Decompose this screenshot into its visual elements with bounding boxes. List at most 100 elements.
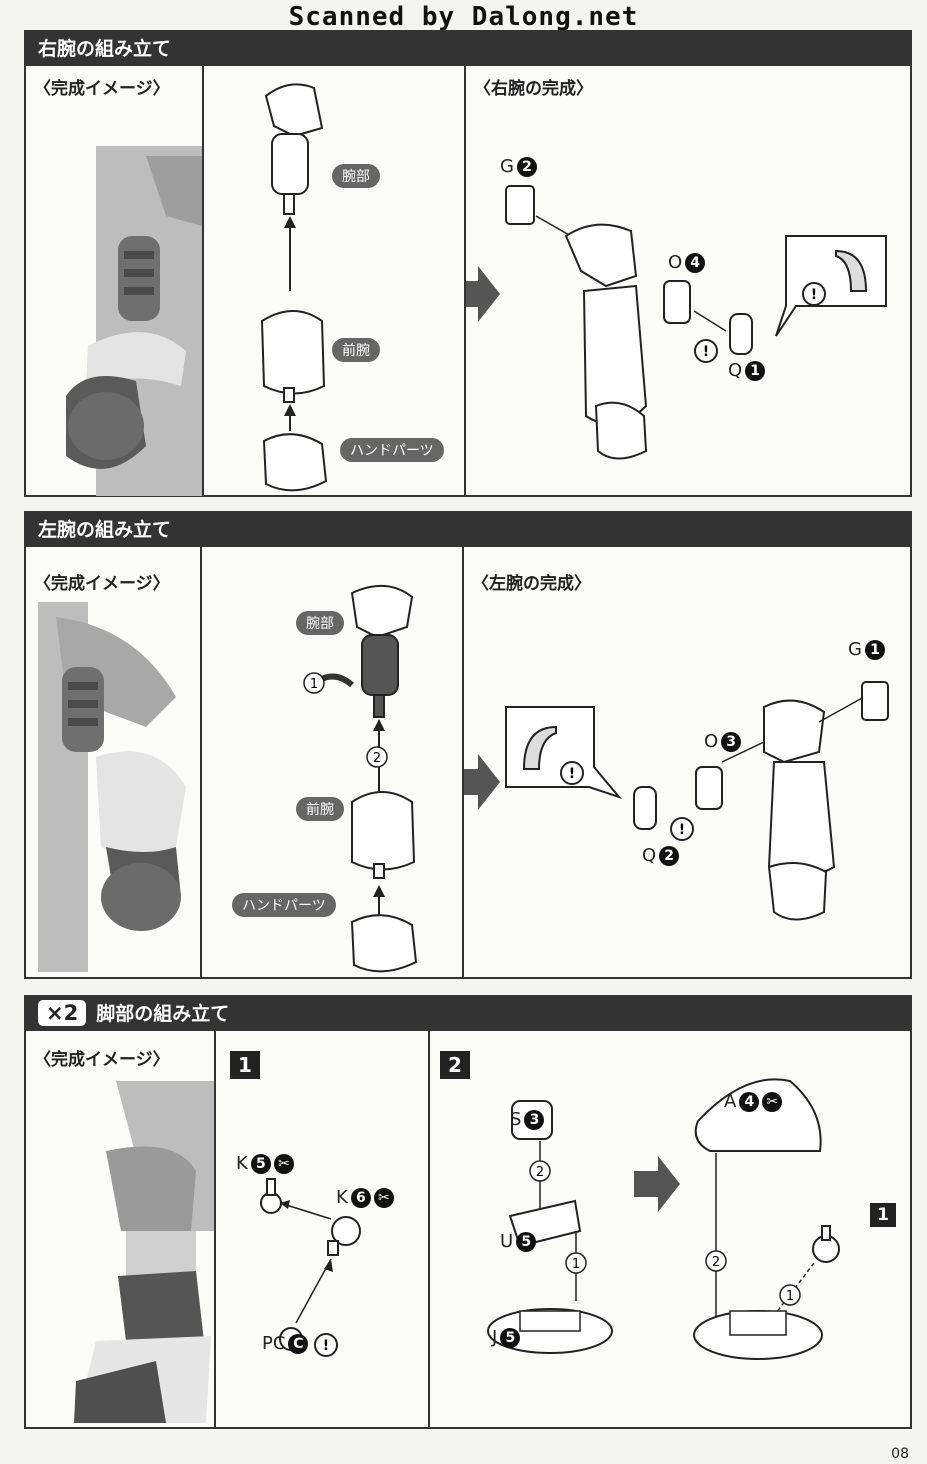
right-arm-image-panel: 〈完成イメージ〉 — [26, 66, 204, 496]
gate-cut-icon: ✂ — [273, 1154, 294, 1174]
step-number-icon: 6 — [350, 1188, 371, 1208]
step-number-icon: 1 — [310, 677, 318, 692]
forearm-label: 前腕 — [332, 338, 380, 362]
svg-text:!: ! — [679, 822, 685, 838]
caution-icon: ! — [694, 339, 718, 363]
part-code-letter: Q — [642, 845, 657, 866]
step-number-icon: 2 — [440, 1051, 470, 1079]
step-number-icon: 1 — [864, 640, 885, 660]
part-code-letter: U — [500, 1231, 514, 1252]
part-code-letter: Q — [728, 360, 743, 381]
arrow-right-icon — [464, 754, 500, 810]
step-number-icon: 5 — [500, 1328, 521, 1348]
upper-arm-label: 腕部 — [332, 164, 380, 188]
step-number-icon: 2 — [659, 846, 680, 866]
gate-cut-icon: ✂ — [762, 1092, 783, 1112]
part-code-letter: G — [848, 639, 862, 660]
complete-label: 〈右腕の完成〉 — [474, 79, 593, 99]
step-number-icon: 4 — [685, 253, 706, 273]
svg-text:!: ! — [323, 1338, 329, 1354]
leg-header: ×2 脚部の組み立て — [26, 997, 910, 1031]
caution-icon: ! — [670, 817, 694, 841]
part-code-letter: O — [704, 731, 719, 752]
left-arm-section: 左腕の組み立て 〈完成イメージ〉 1 2 — [24, 511, 912, 979]
left-arm-exploded-diagram: 1 2 — [303, 584, 418, 973]
right-arm-title: 右腕の組み立て — [26, 32, 910, 66]
svg-text:!: ! — [811, 287, 817, 303]
step-number-icon: 3 — [524, 1110, 545, 1130]
leg-step1-diagram: ! — [260, 1178, 361, 1357]
svg-text:!: ! — [703, 344, 709, 360]
finished-arm-photo — [66, 146, 202, 496]
image-label: 〈完成イメージ〉 — [34, 574, 170, 594]
step-number-icon: 1 — [786, 1289, 794, 1304]
step-number-icon: 1 — [230, 1051, 260, 1079]
quantity-multiplier: ×2 — [38, 1000, 87, 1026]
part-code-letter: PC — [262, 1333, 286, 1354]
step-number-icon: C — [288, 1334, 309, 1354]
arrow-right-icon — [634, 1156, 680, 1212]
upper-arm-label: 腕部 — [296, 611, 344, 635]
right-arm-complete-diagram: ! ! — [466, 185, 887, 460]
image-label: 〈完成イメージ〉 — [34, 79, 170, 99]
part-code-letter: O — [668, 252, 683, 273]
part-code-letter: J — [492, 1327, 498, 1348]
right-arm-section: 右腕の組み立て 〈完成イメージ〉 腕部 前腕 — [24, 30, 912, 497]
image-label: 〈完成イメージ〉 — [34, 1050, 170, 1070]
step-reference-badge: 1 — [870, 1203, 896, 1227]
step-number-icon: 2 — [373, 751, 381, 766]
hand-part-label: ハンドパーツ — [232, 893, 336, 917]
left-arm-title: 左腕の組み立て — [26, 513, 910, 547]
leg-image-panel: 〈完成イメージ〉 — [26, 1031, 216, 1427]
step-number-icon: 5 — [250, 1154, 271, 1174]
right-arm-exploded-diagram — [260, 83, 328, 492]
part-code-letter: A — [724, 1091, 737, 1112]
arrow-right-icon — [466, 266, 500, 322]
left-arm-image-panel: 〈完成イメージ〉 — [26, 547, 202, 977]
step-number-icon: 4 — [739, 1092, 760, 1112]
caution-icon: ! — [314, 1333, 338, 1357]
watermark: Scanned by Dalong.net — [288, 2, 639, 32]
hand-part-label: ハンドパーツ — [340, 438, 444, 462]
gate-cut-icon: ✂ — [373, 1188, 394, 1208]
finished-arm-photo — [38, 602, 186, 972]
step-number-icon: 3 — [721, 732, 742, 752]
step-number-icon: 5 — [516, 1232, 537, 1252]
step-number-icon: 1 — [572, 1257, 580, 1272]
finished-leg-photo — [74, 1081, 214, 1423]
caution-icon: ! — [802, 282, 826, 306]
leg-title: 脚部の組み立て — [96, 1003, 230, 1025]
svg-text:!: ! — [569, 766, 575, 782]
step-number-icon: 2 — [712, 1255, 720, 1270]
part-code-letter: K — [236, 1153, 248, 1174]
leg-step2-diagram: 2 1 2 1 — [487, 1078, 840, 1360]
caution-icon: ! — [560, 761, 584, 785]
complete-label: 〈左腕の完成〉 — [472, 574, 591, 594]
step-number-icon: 1 — [745, 361, 766, 381]
part-code-letter: S — [510, 1109, 522, 1130]
part-code-letter: K — [336, 1187, 348, 1208]
step-number-icon: 2 — [536, 1165, 544, 1180]
part-code-letter: G — [500, 156, 514, 177]
left-arm-steps-panel: 1 2 腕部 前腕 ハンドパーツ — [202, 547, 464, 977]
left-arm-complete-diagram: ! ! — [464, 681, 889, 921]
step-number-icon: 2 — [516, 157, 537, 177]
page-number: 08 — [891, 1446, 909, 1462]
